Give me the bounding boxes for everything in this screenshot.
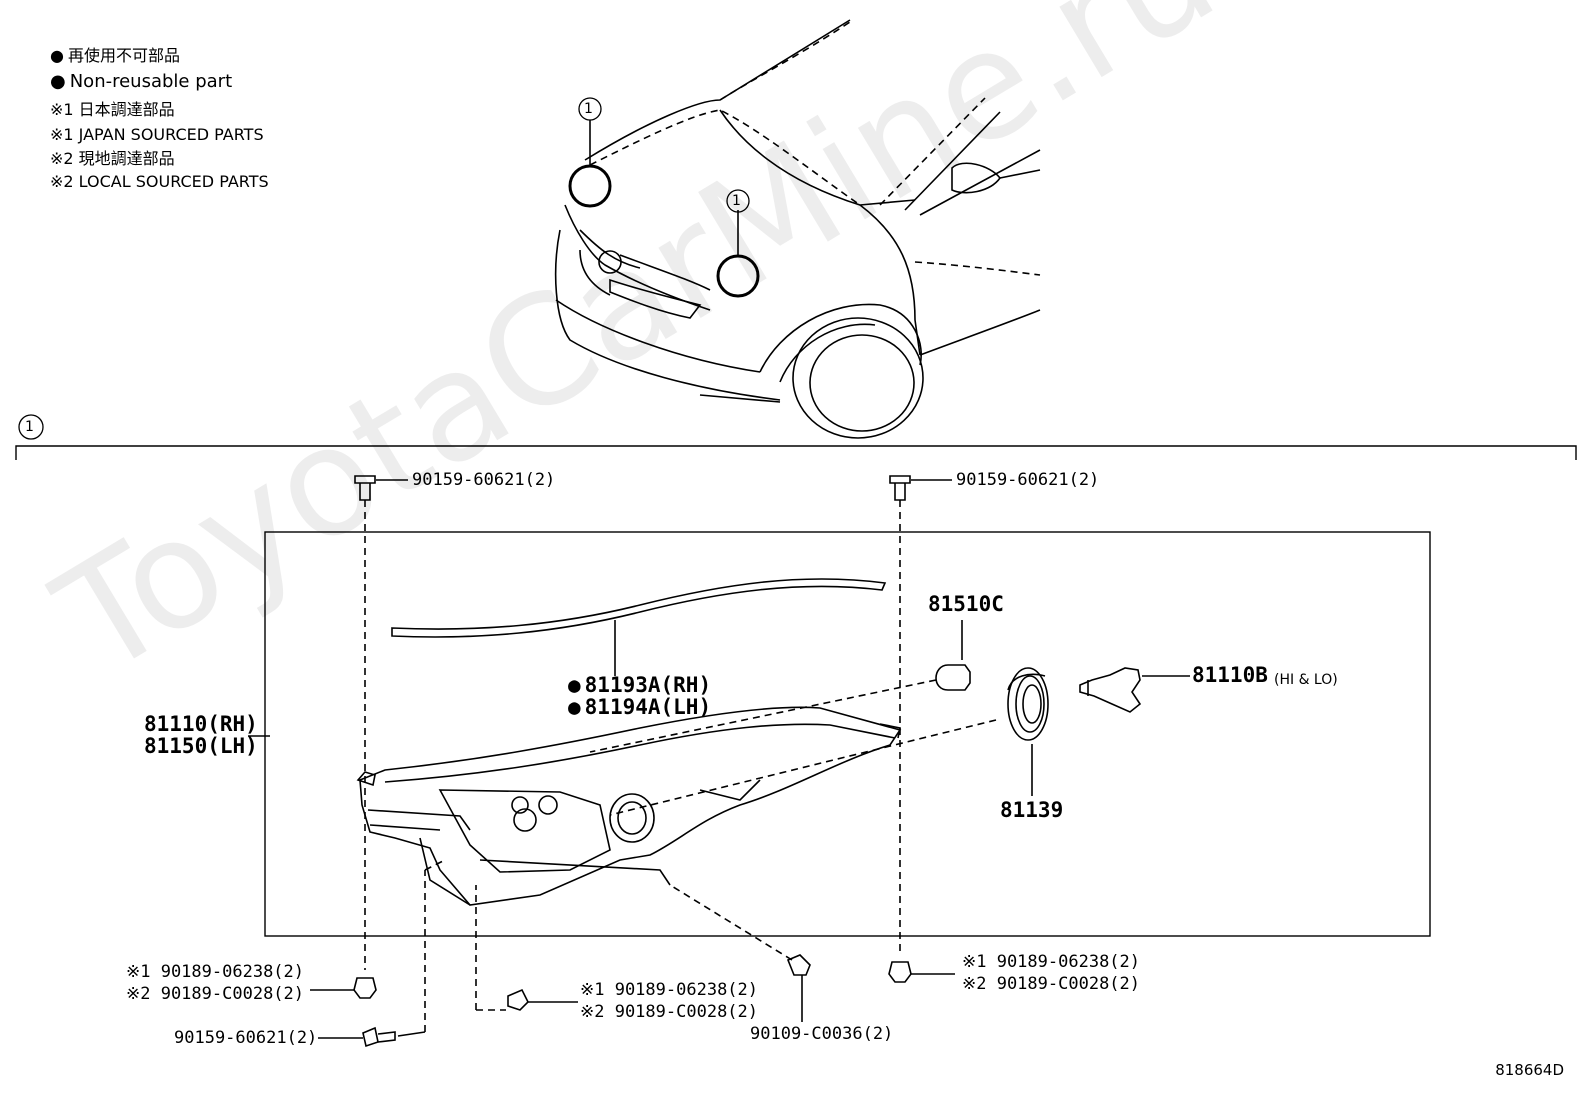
- part-label-bolt-top-left[interactable]: 90159-60621(2): [412, 470, 556, 490]
- part-label-main-bulb[interactable]: 81110B: [1192, 663, 1268, 687]
- part-label-nut-mid-2[interactable]: ※2 90189-C0028(2): [580, 1002, 759, 1022]
- part-label-nut-left-2[interactable]: ※2 90189-C0028(2): [126, 984, 305, 1004]
- legend-non-reusable-jp: 再使用不可部品: [50, 46, 180, 66]
- callout-number-car-right: 1: [732, 193, 741, 209]
- trim-strip-drawing: [391, 578, 887, 676]
- callout-number-section: 1: [25, 419, 34, 435]
- part-label-headlamp-rh[interactable]: 81110(RH): [144, 712, 258, 736]
- section-bracket: [15, 445, 1577, 460]
- nut-mid-drawing: [475, 885, 578, 1011]
- nut-left-drawing: [310, 977, 377, 999]
- part-note-main-bulb: (HI & LO): [1274, 672, 1338, 688]
- callout-balloon-car-right: [726, 189, 750, 213]
- bolt-bottom-left-drawing: [318, 859, 446, 1048]
- callout-balloon-section: [18, 414, 44, 440]
- part-label-trim-lh[interactable]: 81194A(LH): [568, 697, 711, 718]
- legend-non-reusable-en: Non-reusable part: [50, 72, 232, 92]
- part-label-screw-bottom[interactable]: 90109-C0036(2): [750, 1024, 894, 1044]
- nut-right-drawing: [888, 961, 955, 983]
- callout-balloon-car-left: [578, 97, 602, 121]
- bolt-top-right-drawing: [889, 475, 952, 955]
- part-label-bolt-bottom-left[interactable]: 90159-60621(2): [174, 1028, 318, 1048]
- small-bulb-drawing: [589, 620, 971, 753]
- part-label-small-bulb[interactable]: 81510C: [928, 592, 1004, 616]
- part-label-trim-rh[interactable]: 81193A(RH): [568, 675, 711, 696]
- part-label-nut-left-1[interactable]: ※1 90189-06238(2): [126, 962, 305, 982]
- assembly-frame: [264, 531, 1431, 937]
- legend-local-sourced-en: ※2 LOCAL SOURCED PARTS: [50, 172, 269, 191]
- legend-japan-sourced-en: ※1 JAPAN SOURCED PARTS: [50, 125, 264, 144]
- car-front-illustration: [554, 19, 1041, 439]
- part-label-nut-right-1[interactable]: ※1 90189-06238(2): [962, 952, 1141, 972]
- part-label-headlamp-lh[interactable]: 81150(LH): [144, 734, 258, 758]
- screw-bottom-drawing: [669, 884, 811, 1022]
- diagram-code: 818664D: [1495, 1061, 1564, 1079]
- callout-number-car-left: 1: [584, 101, 593, 117]
- cover-drawing: [609, 667, 1049, 816]
- part-label-nut-mid-1[interactable]: ※1 90189-06238(2): [580, 980, 759, 1000]
- part-label-bolt-top-right[interactable]: 90159-60621(2): [956, 470, 1100, 490]
- bolt-top-left-drawing: [354, 475, 408, 970]
- legend-local-sourced-jp: ※2 現地調達部品: [50, 149, 175, 168]
- main-bulb-drawing: [1079, 667, 1190, 713]
- part-label-cover[interactable]: 81139: [1000, 798, 1064, 822]
- part-label-nut-right-2[interactable]: ※2 90189-C0028(2): [962, 974, 1141, 994]
- legend-japan-sourced-jp: ※1 日本調達部品: [50, 100, 175, 119]
- headlamp-assembly-drawing: [248, 706, 902, 906]
